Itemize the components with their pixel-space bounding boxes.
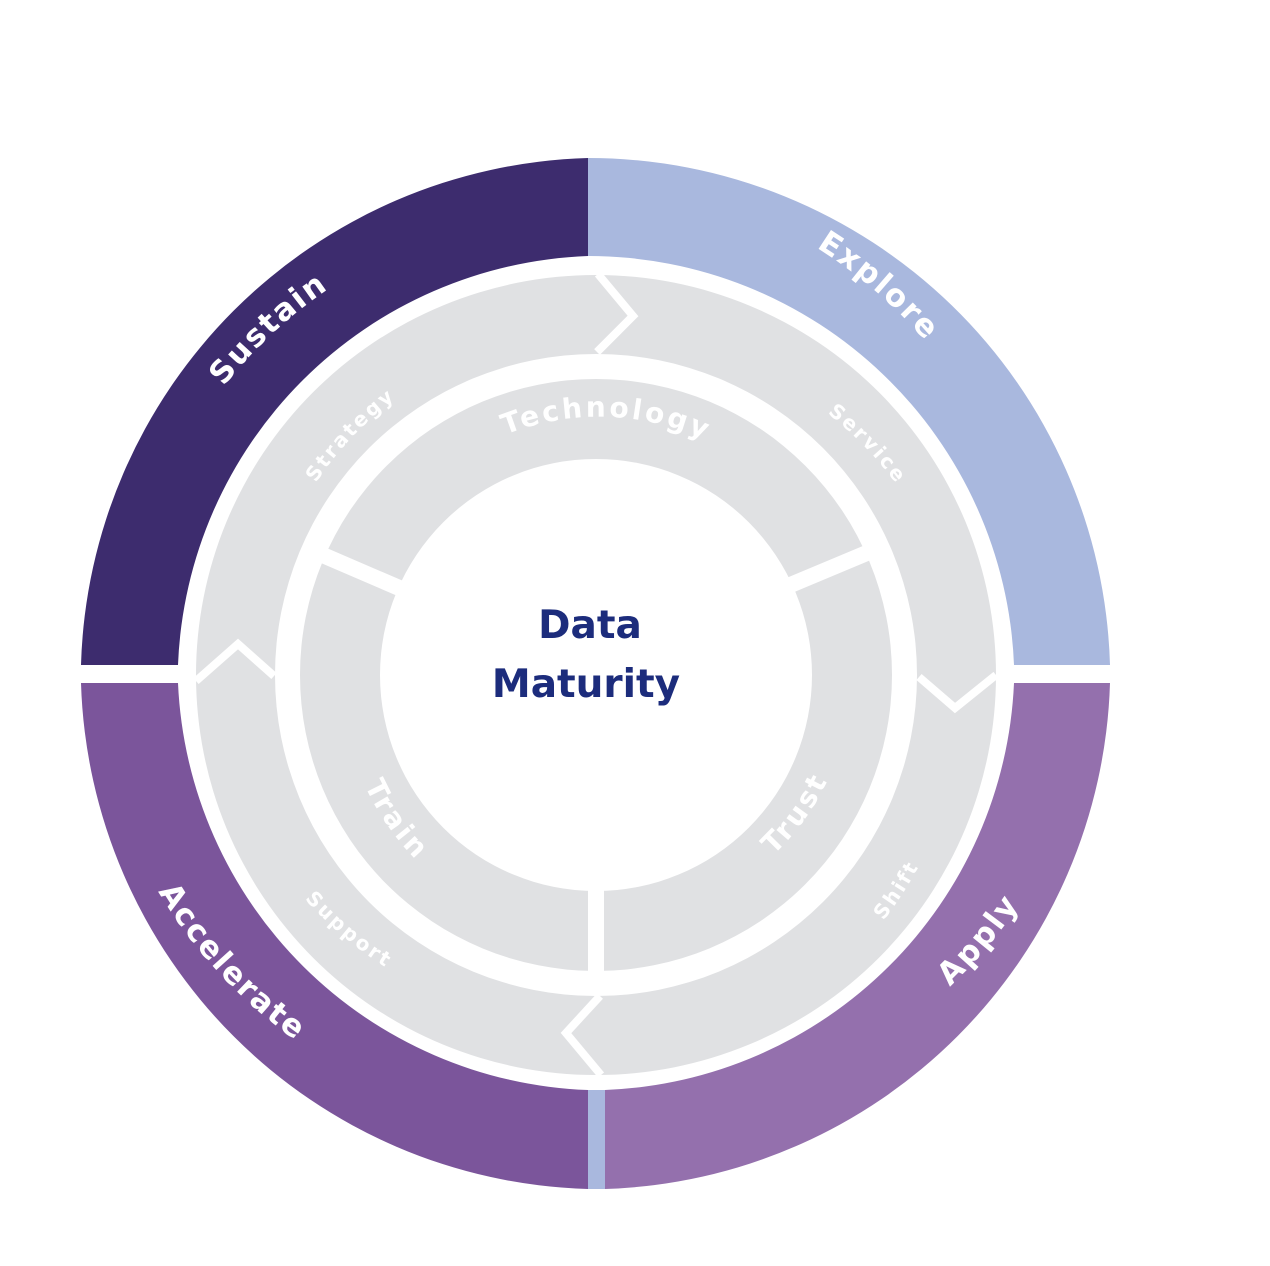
middle-ring-arrow-separators [193, 271, 999, 1078]
middle-ring [193, 271, 999, 1078]
outer-segment-apply [605, 683, 1110, 1189]
inner-separator-right [784, 542, 878, 594]
middle-arrow-top [594, 271, 639, 355]
outer-segment-gap-accent [588, 1090, 605, 1189]
center-title-line2: Maturity [492, 662, 680, 707]
middle-arrow-bottom [560, 993, 605, 1078]
outer-ring [81, 157, 1110, 1189]
outer-segment-sustain [81, 158, 588, 665]
center-title-line1: Data [538, 603, 642, 648]
inner-ring-separators [314, 542, 878, 975]
inner-ring [300, 379, 892, 975]
outer-segment-explore [588, 157, 1110, 666]
inner-separator-left [314, 545, 408, 598]
outer-segment-accelerate [81, 683, 588, 1189]
middle-arrow-left [193, 638, 277, 685]
middle-arrow-right [916, 671, 999, 714]
center-circle [381, 460, 811, 890]
